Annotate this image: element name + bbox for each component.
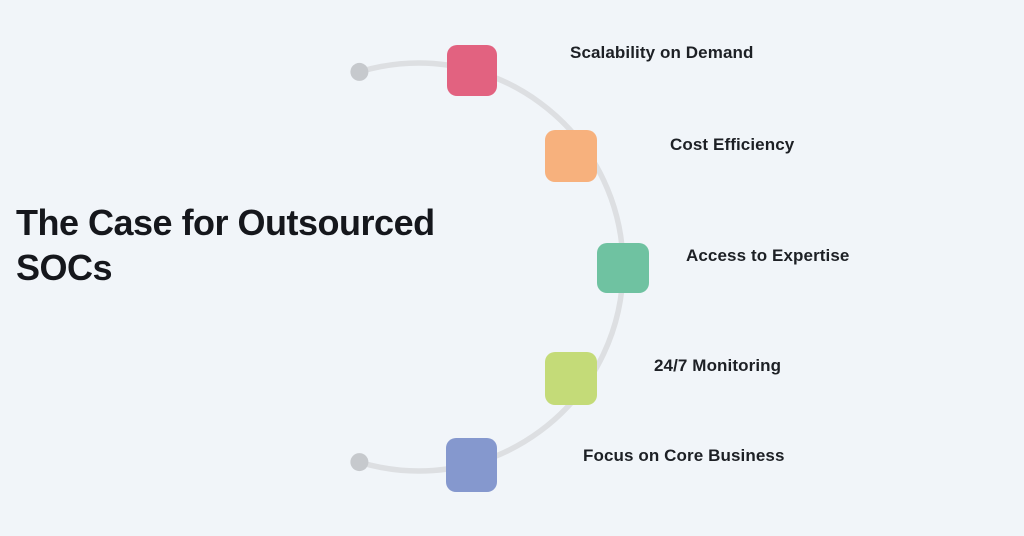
item-label-cost-efficiency: Cost Efficiency <box>670 135 795 154</box>
marker-square-cost-efficiency <box>545 130 597 182</box>
marker-square-core-business <box>446 438 497 492</box>
page-title: The Case for Outsourced SOCs <box>16 202 435 288</box>
item-label-monitoring: 24/7 Monitoring <box>654 356 782 375</box>
marker-square-monitoring <box>545 352 597 405</box>
arc-start-dot <box>350 62 369 81</box>
marker-square-scalability <box>447 45 497 96</box>
item-label-expertise: Access to Expertise <box>686 246 850 265</box>
item-label-core-business: Focus on Core Business <box>583 446 785 465</box>
arc-end-dot <box>350 453 369 472</box>
item-label-scalability: Scalability on Demand <box>570 43 754 62</box>
marker-square-expertise <box>597 243 649 293</box>
